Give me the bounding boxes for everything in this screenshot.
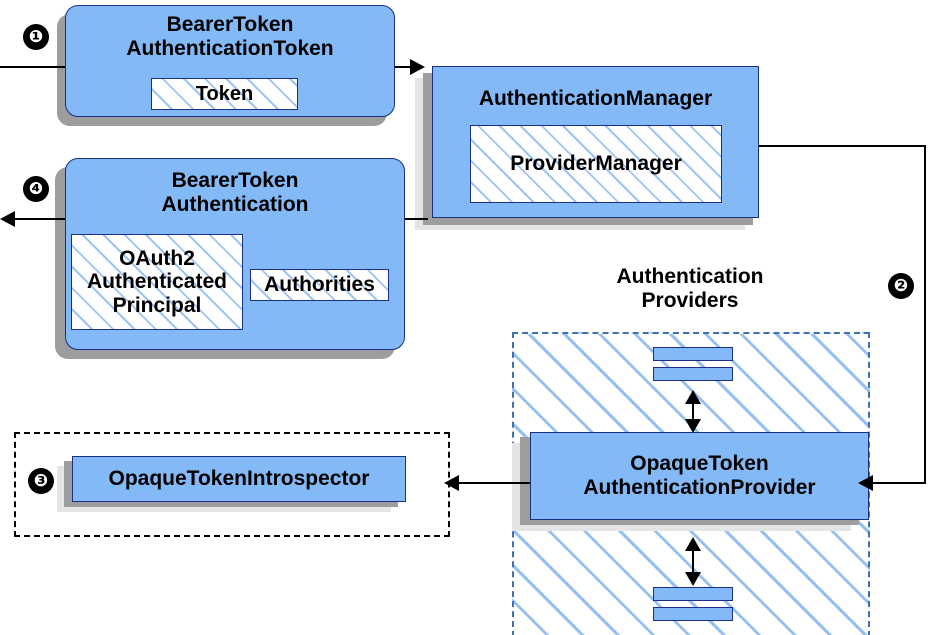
badge-step-1: ❶ <box>23 24 49 50</box>
double-arrow-vertical-icon-top-head-up <box>685 390 701 404</box>
badge-step-2: ❷ <box>888 273 914 299</box>
oauth2-authenticated-principal-inner-box: OAuth2 Authenticated Principal <box>71 234 243 330</box>
double-arrow-vertical-icon-top-shaft <box>692 394 694 430</box>
stacked-bars-icon-bottom-bar1 <box>653 587 733 601</box>
token-inner-label: Token <box>195 82 254 105</box>
arrow-left-icon-step4 <box>0 211 15 227</box>
opaque-token-authentication-provider[interactable]: OpaqueToken AuthenticationProvider <box>530 432 869 520</box>
connector-step2-vertical <box>924 145 926 483</box>
stacked-bars-icon-top-bar1 <box>653 347 733 361</box>
opaque-token-introspector[interactable]: OpaqueTokenIntrospector <box>72 456 406 502</box>
badge-step-4: ❹ <box>23 176 49 202</box>
authorities-inner-label: Authorities <box>264 273 375 297</box>
arrow-left-icon-step2 <box>858 475 873 491</box>
authorities-inner-box: Authorities <box>250 269 389 301</box>
connector-step2-top <box>758 145 926 147</box>
badge-step-2-label: ❷ <box>893 275 909 296</box>
badge-step-3: ❸ <box>28 468 54 494</box>
double-arrow-vertical-icon-top-head-down <box>685 419 701 433</box>
arrow-right-icon-step1 <box>410 59 425 75</box>
double-arrow-vertical-icon-bottom-head-down <box>685 572 701 586</box>
badge-step-3-label: ❸ <box>33 470 49 491</box>
authentication-manager-label: AuthenticationManager <box>478 87 713 110</box>
connector-step3 <box>452 482 532 484</box>
connector-step2-bottom <box>866 482 926 484</box>
opaque-token-introspector-label: OpaqueTokenIntrospector <box>108 467 370 491</box>
double-arrow-vertical-icon-bottom-head-up <box>685 537 701 551</box>
stacked-bars-icon-top-bar2 <box>653 367 733 381</box>
authentication-providers-label: Authentication Providers <box>616 265 764 312</box>
double-arrow-vertical-icon-bottom-shaft <box>692 541 694 583</box>
opaque-token-authentication-provider-label: OpaqueToken AuthenticationProvider <box>583 452 816 499</box>
badge-step-1-label: ❶ <box>28 26 44 47</box>
stacked-bars-icon-bottom-bar2 <box>653 607 733 621</box>
token-inner-box: Token <box>151 78 298 110</box>
provider-manager-inner-label: ProviderManager <box>510 152 682 176</box>
provider-manager-inner-box: ProviderManager <box>470 125 722 203</box>
bearer-token-authentication-token-label: BearerToken AuthenticationToken <box>126 13 334 60</box>
bearer-token-authentication-label: BearerToken Authentication <box>161 169 309 216</box>
arrow-left-icon-step3 <box>444 475 459 491</box>
oauth2-authenticated-principal-inner-label: OAuth2 Authenticated Principal <box>86 246 227 317</box>
badge-step-4-label: ❹ <box>28 178 44 199</box>
